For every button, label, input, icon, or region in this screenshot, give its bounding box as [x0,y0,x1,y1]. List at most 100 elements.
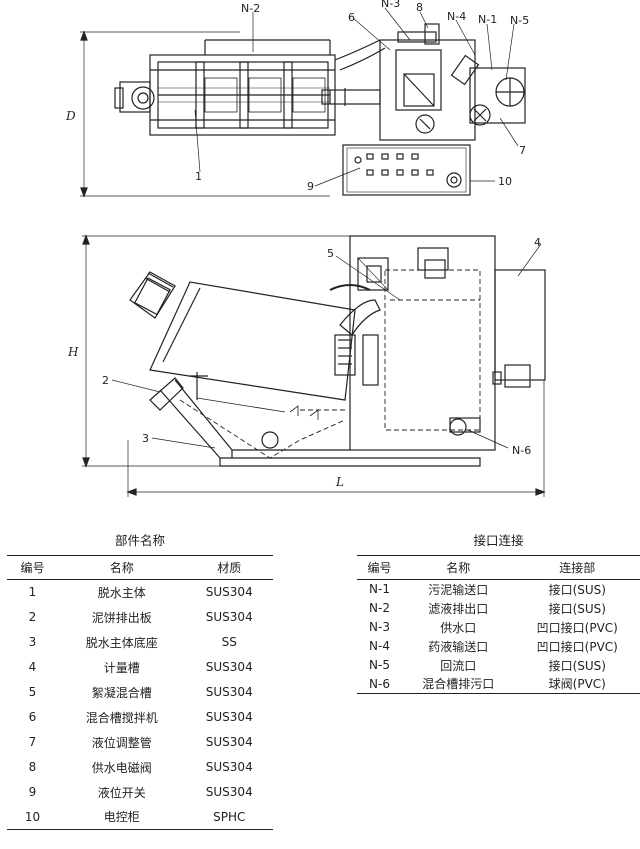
table-cell-material: SS [221,635,237,649]
table-cell-number: 4 [28,660,37,674]
table-cell-number: 8 [28,760,37,774]
dewatering-body-top [149,39,336,136]
table-cell-number: N-1 [369,582,390,597]
table-cell-number: 2 [28,610,37,624]
table-cell-name: 脱水主体底座 [85,635,158,650]
table-cell-connection: 球阀(PVC) [548,677,606,692]
table-cell-number: N-2 [369,601,390,615]
ports-table-caption: 接口连接 [473,533,524,548]
dimension-h-label: H [67,345,79,359]
table-cell-number: 5 [28,685,37,699]
header-name: 名称 [446,561,471,575]
callout-n5: N-5 [510,14,529,27]
table-row: 1 脱水主体 SUS304 [7,580,273,605]
equipment-drawing: N-2 N-3 8 6 N-4 N-1 N-5 1 7 9 10 5 4 2 3… [65,0,546,497]
table-cell-name: 计量槽 [103,660,140,675]
table-row: 9 液位开关 SUS304 [7,780,273,805]
dewatering-body-front [129,271,356,401]
table-cell-material: SUS304 [205,760,253,774]
dimension-d-label: D [65,109,76,123]
front-view-leaders [111,243,542,449]
callout-2: 2 [102,374,109,387]
top-view-leaders [194,7,519,187]
header-material: 材质 [217,561,242,575]
callout-10: 10 [498,175,512,188]
table-cell-name: 混合槽搅拌机 [85,710,158,725]
parts-table-caption: 部件名称 [114,533,165,548]
metering-tank-top [450,54,526,126]
table-row: 3 脱水主体底座 SS [7,630,273,655]
callout-5: 5 [327,247,334,260]
table-cell-number: 3 [28,635,37,649]
control-cabinet-top [342,144,471,196]
table-cell-number: N-3 [369,620,390,634]
callout-labels: N-2 N-3 8 6 N-4 N-1 N-5 1 7 9 10 5 4 2 3… [65,0,541,489]
front-view [82,234,546,497]
table-cell-number: N-5 [369,658,390,672]
table-row: 10 电控柜 SPHC [7,805,273,830]
metering-tank-front [492,269,546,388]
cake-discharge-plate [149,372,286,413]
callout-9: 9 [307,180,314,193]
table-row: 6 混合槽搅拌机 SUS304 [7,705,273,730]
body-base-front [159,379,481,467]
callout-8: 8 [416,1,423,14]
ports-table-header: 编号 名称 连接部 [357,555,640,580]
header-number: 编号 [367,561,392,575]
table-cell-number: 9 [28,785,37,799]
table-cell-name: 供水口 [440,620,477,635]
callout-1: 1 [195,170,202,183]
table-cell-connection: 接口(SUS) [548,601,606,616]
hidden-lines [179,269,481,459]
table-row: N-4 药液输送口 凹口接口(PVC) [357,637,640,656]
table-cell-material: SUS304 [205,785,253,799]
callout-4: 4 [534,236,541,249]
table-cell-name: 污泥输送口 [428,582,489,597]
table-cell-connection: 凹口接口(PVC) [536,639,618,654]
callout-6: 6 [348,11,355,24]
callout-n3: N-3 [381,0,400,10]
table-cell-name: 滤液排出口 [428,601,489,616]
table-cell-material: SUS304 [205,660,253,674]
table-cell-material: SUS304 [205,585,253,600]
table-cell-material: SPHC [213,809,246,824]
table-cell-name: 混合槽排污口 [422,677,495,692]
table-cell-name: 脱水主体 [97,585,146,600]
mixing-tank-top [379,23,476,141]
drive-motor-top [114,81,155,113]
table-cell-material: SUS304 [205,710,253,724]
table-cell-name: 液位开关 [97,785,146,800]
header-name: 名称 [109,561,134,575]
table-cell-material: SUS304 [205,685,253,699]
callout-7: 7 [519,144,526,157]
table-cell-name: 供水电磁阀 [91,760,152,775]
table-cell-name: 药液输送口 [428,639,489,654]
table-cell-connection: 凹口接口(PVC) [536,620,618,635]
parts-table-header: 编号 名称 材质 [7,555,273,580]
table-row: 8 供水电磁阀 SUS304 [7,755,273,780]
table-cell-number: 1 [28,585,37,600]
header-connection: 连接部 [559,561,596,575]
table-row: N-3 供水口 凹口接口(PVC) [357,618,640,637]
table-cell-material: SUS304 [205,610,253,624]
table-cell-connection: 接口(SUS) [548,658,606,673]
table-cell-name: 电控柜 [103,810,140,825]
table-cell-number: 10 [24,809,41,824]
callout-n4: N-4 [447,10,466,23]
mixing-tank-front [329,235,496,451]
table-row: 4 计量槽 SUS304 [7,655,273,680]
table-cell-number: N-4 [369,639,390,653]
table-cell-material: SUS304 [205,735,253,749]
table-cell-number: 6 [28,710,37,724]
table-row: N-2 滤液排出口 接口(SUS) [357,599,640,618]
